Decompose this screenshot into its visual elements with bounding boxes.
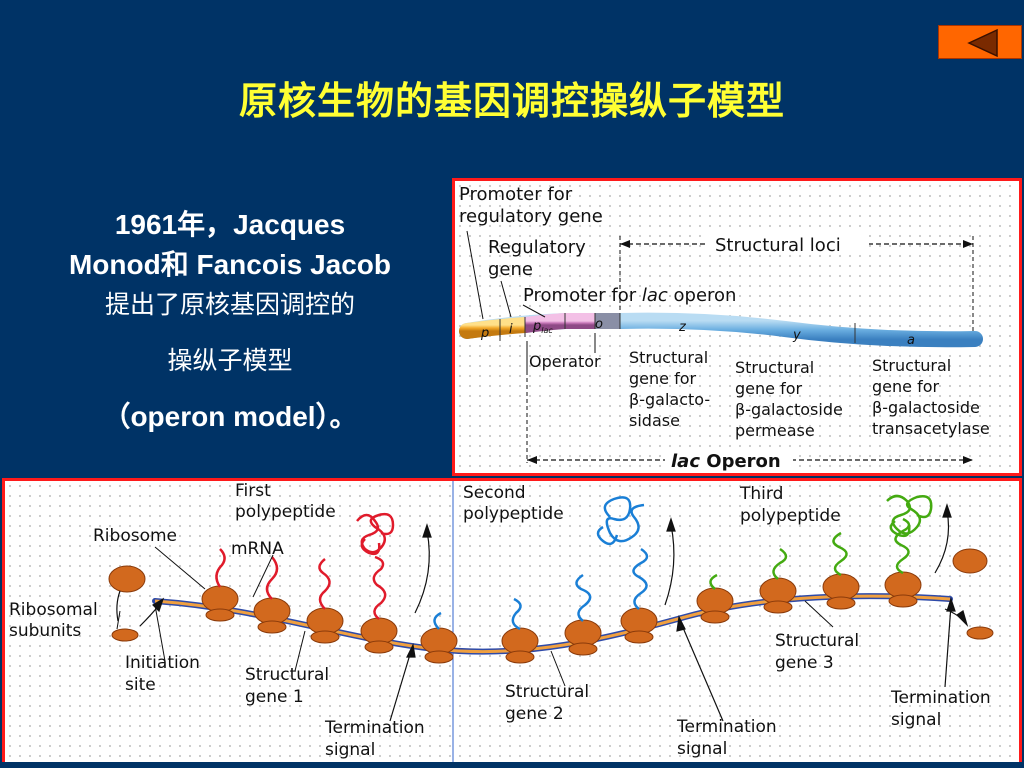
promoter-lac-label: Promoter for lac operon [523,285,736,306]
segment-plac: plac [532,319,553,335]
ribosome-label: Ribosome [93,526,177,546]
first-polypeptide-chains [215,512,395,620]
intro-line-3: 提出了原核基因调控的 [104,290,355,319]
mrna-label: mRNA [231,539,284,559]
structural-loci-label: Structural loci [715,235,841,256]
intro-line-2: Monod和 Fancois Jacob [68,249,392,280]
segment-z: z [678,320,687,335]
segment-o: o [595,317,603,332]
segment-a: a [907,333,915,348]
intro-line-5: （operon model）。 [102,401,358,432]
previous-slide-button[interactable] [938,25,1022,59]
second-polypeptide-chains [433,496,649,631]
ribosomes [108,548,994,664]
segment-i: i [509,322,513,337]
segment-p: p [480,326,489,341]
intro-text: 1961年，Jacques Monod和 Fancois Jacob 提出了原核… [10,205,450,437]
gene-z-label: Structural gene for β-galacto- sidase [629,348,715,430]
intro-line-1: 1961年，Jacques [114,209,346,240]
triangle-left-icon [967,28,998,58]
lac-operon-svg: Structural loci [459,184,1015,472]
promoter-regulatory-label: Promoter for regulatory gene [459,184,603,227]
gene-a-label: Structural gene for β-galactoside transa… [872,356,990,438]
page-title: 原核生物的基因调控操纵子模型 [238,79,785,123]
lac-operon-diagram: Structural loci [452,178,1022,476]
lac-operon-label: lac Operon [671,451,781,472]
segment-y: y [792,328,801,343]
arrows [116,503,969,722]
gene-y-label: Structural gene for β-galactoside permea… [735,358,848,440]
intro-line-4: 操纵子模型 [167,346,293,375]
operator-label: Operator [529,352,601,371]
regulatory-gene-label: Regulatory gene [488,237,592,280]
third-polypeptide-chains [709,494,933,590]
leader-lines [116,546,834,687]
